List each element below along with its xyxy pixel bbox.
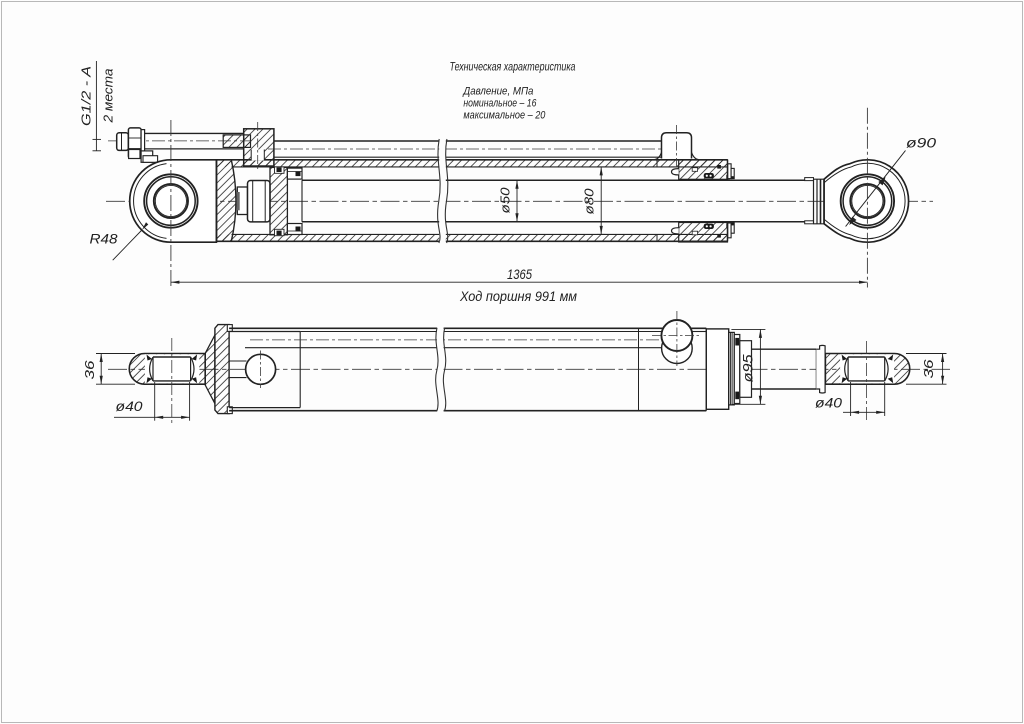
svg-text:Техническая характеристика: Техническая характеристика [450,62,576,74]
svg-text:номинальное – 16: номинальное – 16 [463,98,537,110]
svg-text:R48: R48 [90,232,119,247]
svg-text:максимальное – 20: максимальное – 20 [463,110,546,122]
svg-text:ø80: ø80 [582,188,597,215]
svg-text:Давление, МПа: Давление, МПа [462,86,534,98]
svg-text:36: 36 [82,360,97,380]
svg-text:ø40: ø40 [815,395,843,410]
svg-text:1365: 1365 [507,267,532,282]
svg-text:ø90: ø90 [906,135,936,151]
svg-text:Ход поршня 991 мм: Ход поршня 991 мм [459,289,577,304]
svg-text:ø40: ø40 [116,399,144,414]
svg-text:2 места: 2 места [102,68,116,123]
svg-text:36: 36 [921,359,936,379]
svg-text:G1/2 - A: G1/2 - A [80,66,94,126]
svg-text:ø50: ø50 [498,187,513,214]
svg-text:ø95: ø95 [741,354,756,383]
